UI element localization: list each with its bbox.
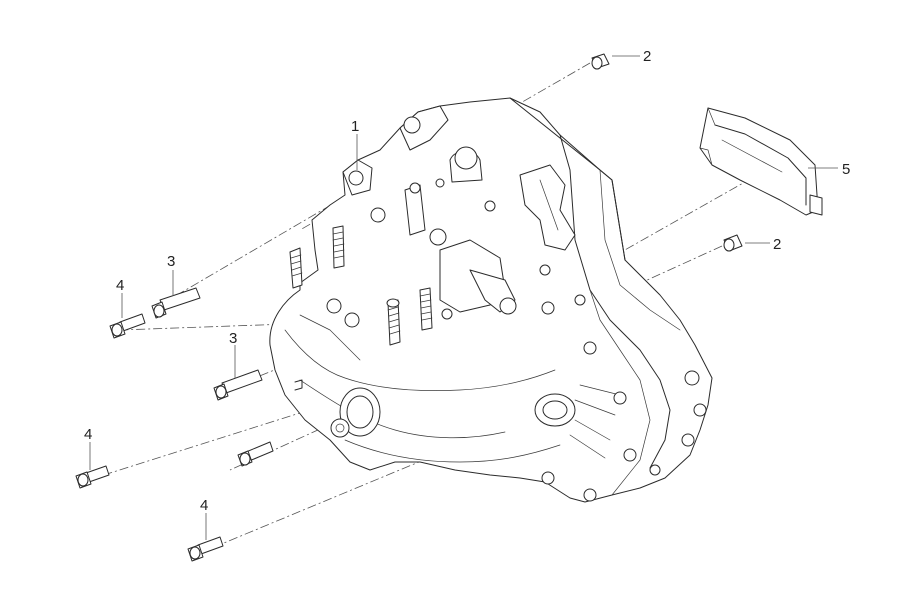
callout-1: 1 [351,118,359,135]
stud-center-left [332,225,345,269]
dowel-pin-top [591,53,610,70]
stud-left [289,247,303,289]
callout-3-upper: 3 [167,253,175,270]
bolt-4-upper [109,313,146,339]
callout-2-right: 2 [773,236,781,253]
bolt-4-middle [75,465,110,489]
callout-3-lower: 3 [229,330,237,347]
bolt-3-lower [213,369,263,401]
bolt-4-lower [187,536,224,562]
dowel-pin-right [723,234,743,252]
callout-4-middle: 4 [84,426,92,443]
callout-4-upper: 4 [116,277,124,294]
callout-5: 5 [842,161,850,178]
callout-4-lower: 4 [200,497,208,514]
bolt-3-upper [151,287,201,319]
bolt-middle [237,441,274,467]
transmission-housing [269,97,713,503]
leader-lines [89,55,838,540]
callout-labels: 1 2 2 3 3 4 4 4 5 [84,48,850,514]
cover-plate [699,107,823,216]
stud-center [386,298,401,346]
stud-center-right [419,287,433,331]
callout-2-top: 2 [643,48,651,65]
